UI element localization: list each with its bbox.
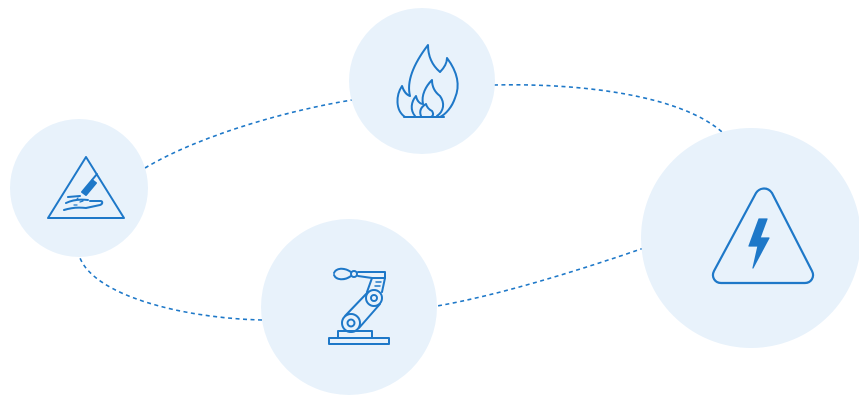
electrical-hazard-warning-icon xyxy=(711,187,815,285)
node-robot-arm xyxy=(261,219,437,395)
node-circle xyxy=(261,219,437,395)
node-circle xyxy=(10,119,148,257)
node-hand-hazard xyxy=(10,119,148,257)
connector-hand-to-fire xyxy=(144,99,353,169)
industrial-robot-arm-icon xyxy=(328,267,390,345)
node-electrical xyxy=(641,128,859,348)
connector-fire-to-electrical xyxy=(493,83,723,133)
node-fire xyxy=(349,8,495,154)
connector-electrical-to-robot xyxy=(436,247,645,307)
connectors xyxy=(79,83,723,321)
node-circle xyxy=(641,128,859,348)
hand-injury-warning-icon xyxy=(47,156,125,219)
connector-robot-to-hand xyxy=(79,257,263,321)
node-circle xyxy=(349,8,495,154)
fire-icon xyxy=(396,44,459,118)
